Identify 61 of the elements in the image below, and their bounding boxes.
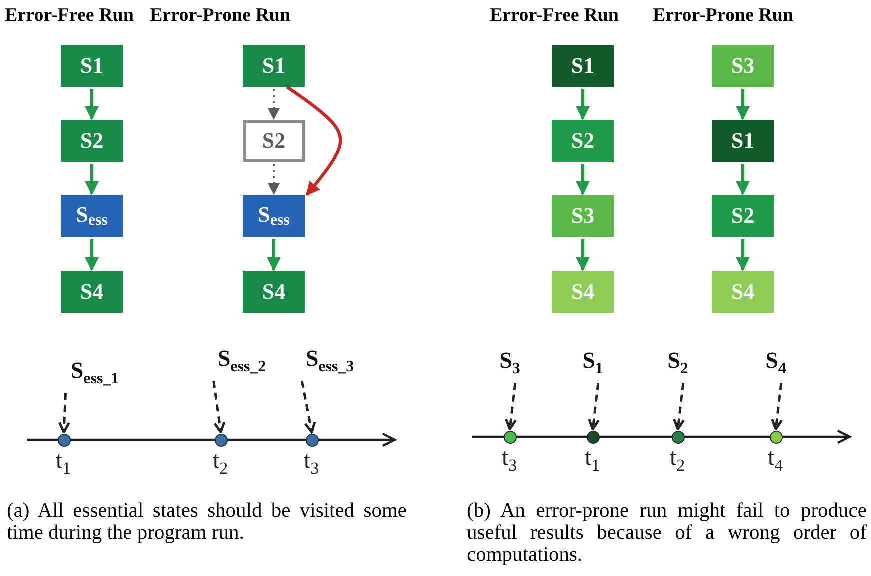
state-label: S$_{ess_1}$ — [40, 355, 150, 391]
state-box: S4 — [712, 271, 774, 313]
state-box: S4 — [552, 271, 614, 313]
timeline-dot — [58, 434, 70, 446]
dashed-arrow — [505, 382, 518, 431]
arrow — [736, 239, 750, 272]
timeline-dot — [770, 430, 782, 444]
state-box: S2 — [712, 195, 774, 237]
state-box: S4 — [243, 271, 305, 313]
arrow — [85, 164, 99, 196]
time-label: t$_{2}$ — [213, 448, 228, 479]
dashed-arrow — [268, 89, 280, 120]
skip-arrow — [286, 86, 342, 196]
figure-caption: (b) An error-prone run might fail to produce useful results because of a wrong order of computations. — [467, 500, 867, 566]
dashed-arrow — [58, 392, 70, 434]
time-label: t$_{2}$ — [670, 445, 686, 476]
timeline-dot — [306, 434, 318, 446]
state-box: S$_{ess}$ — [243, 195, 305, 237]
figure-caption: (a) All essential states should be visited some time during the program run. — [7, 500, 407, 544]
dashed-arrow — [212, 380, 226, 434]
time-label: t$_{1}$ — [56, 448, 72, 479]
arrow — [736, 89, 750, 120]
time-label: t$_{4}$ — [768, 445, 784, 476]
arrow — [736, 164, 750, 196]
arrow — [576, 164, 590, 196]
state-label: S$_{4}$ — [756, 345, 796, 381]
state-box: S$_{ess}$ — [61, 195, 123, 237]
state-label: S$_{1}$ — [573, 345, 613, 381]
column-heading: Error-Free Run — [5, 5, 135, 27]
time-label: t$_{3}$ — [304, 448, 320, 479]
state-box: S1 — [552, 45, 614, 87]
state-box: S2 — [61, 120, 123, 162]
state-box: S3 — [552, 195, 614, 237]
dashed-arrow — [300, 380, 316, 434]
arrow — [576, 89, 590, 120]
dashed-arrow — [673, 382, 686, 431]
dashed-arrow — [268, 164, 280, 196]
state-box: S1 — [61, 45, 123, 87]
arrow — [267, 239, 281, 272]
state-label: S$_{2}$ — [658, 345, 698, 381]
column-heading: Error-Prone Run — [150, 5, 292, 27]
time-label: t$_{3}$ — [502, 445, 518, 476]
state-box: S2 — [552, 120, 614, 162]
arrow — [576, 239, 590, 272]
state-box: S4 — [61, 271, 123, 313]
arrow — [85, 89, 99, 120]
dashed-arrow — [771, 382, 784, 431]
timeline-dot — [586, 430, 600, 444]
state-box: S2 — [243, 120, 305, 162]
state-box: S1 — [712, 120, 774, 162]
time-label: t$_{1}$ — [585, 445, 600, 476]
timeline-dot — [672, 430, 684, 444]
column-heading: Error-Prone Run — [653, 5, 795, 27]
dashed-arrow — [588, 382, 600, 431]
column-heading: Error-Free Run — [490, 5, 620, 27]
timeline-dot — [504, 430, 516, 444]
state-box: S3 — [712, 45, 774, 87]
timeline-dot — [214, 434, 228, 446]
state-box: S1 — [243, 45, 305, 87]
arrow — [85, 239, 99, 272]
state-label: S$_{3}$ — [490, 345, 530, 381]
